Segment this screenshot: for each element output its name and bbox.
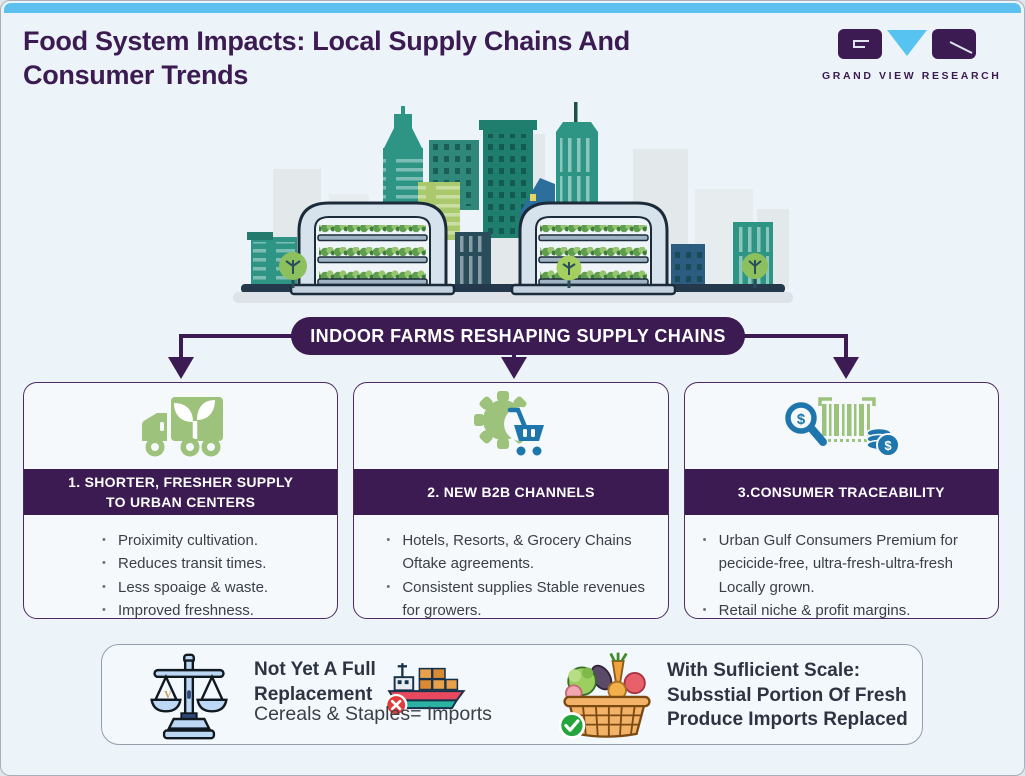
banner-label: INDOOR FARMS RESHAPING SUPPLY CHAINS [310, 325, 726, 346]
footer-right-heading: With Suflicient Scale: Subsstial Portion… [667, 659, 908, 733]
card-2-bullets: Hotels, Resorts, & Grocery Chains Oftake… [354, 515, 667, 618]
top-accent-bar [4, 3, 1021, 13]
footer-left-text: Cereals & Staples= Imports [254, 703, 492, 725]
page-title: Food System Impacts: Local Supply Chains… [23, 25, 723, 93]
bullet-item: Retail niche & profit margins. [703, 599, 984, 618]
banner-indoor-farms: INDOOR FARMS RESHAPING SUPPLY CHAINS [291, 317, 745, 355]
truck-leaf-icon [24, 383, 337, 469]
footer-left-bold-line2: Replacement [254, 683, 373, 705]
card-1-header: 1. SHORTER, FRESHER SUPPLY TO URBAN CENT… [24, 469, 338, 515]
footer-strip: V Not Yet A Full Replacement Cereals [101, 644, 923, 745]
bullet-item: Urban Gulf Consumers Premium for pecicid… [703, 529, 984, 599]
gvr-logo-wordmark: GRAND VIEW RESEARCH [822, 70, 1002, 82]
bullet-item: Proiximity cultivation. [102, 529, 323, 552]
cargo-ship-crossed-icon [385, 663, 466, 717]
card-2-header: 2. NEW B2B CHANNELS [354, 469, 668, 515]
bullet-item: Consistent supplies Stable revenues for … [386, 576, 653, 619]
footer-left-bold-line1: Not Yet A Full [254, 659, 376, 680]
card-1-bullets: Proiximity cultivation. Reduces transit … [24, 515, 337, 618]
gear-cart-icon [354, 383, 667, 469]
svg-text:$: $ [885, 438, 893, 453]
svg-text:$: $ [797, 411, 806, 428]
bullet-item: Improved freshness. [102, 599, 323, 618]
cards-row: 1. SHORTER, FRESHER SUPPLY TO URBAN CENT… [23, 382, 999, 619]
card-shorter-fresher-supply: 1. SHORTER, FRESHER SUPPLY TO URBAN CENT… [23, 382, 339, 619]
card-new-b2b-channels: 2. NEW B2B CHANNELS Hotels, Resorts, & G… [353, 382, 669, 619]
tree-icon [742, 253, 768, 288]
city-indoor-farms-illustration [233, 102, 793, 303]
footer-right-bold-line2: Subsstial Portion Of Fresh [667, 684, 907, 706]
card-2-title: 2. NEW B2B CHANNELS [427, 483, 595, 500]
gvr-logo-icon [838, 29, 976, 59]
barcode-magnifier-coins-icon: $ $ [685, 383, 998, 469]
footer-left-heading: Not Yet A Full Replacement [254, 658, 376, 707]
page-title-line2: Consumer Trends [23, 59, 249, 90]
footer-right-bold-line3: Produce Imports Replaced [667, 709, 908, 731]
page-title-line1: Food System Impacts: Local Supply Chains… [23, 26, 630, 56]
bullet-item: Reduces transit times. [102, 552, 323, 575]
card-3-header: 3.CONSUMER TRACEABILITY [684, 469, 998, 515]
bullet-item: Less spoaige & waste. [102, 576, 323, 599]
gvr-logo: GRAND VIEW RESEARCH [822, 29, 1002, 82]
footer-right-bold-line1: With Suflicient Scale: [667, 660, 861, 681]
card-3-bullets: Urban Gulf Consumers Premium for pecicid… [685, 515, 998, 618]
balance-scale-icon: V [150, 653, 228, 740]
flow-arrows [168, 334, 859, 379]
card-1-title-line1: 1. SHORTER, FRESHER SUPPLY [68, 473, 294, 490]
card-1-title-line2: TO URBAN CENTERS [106, 494, 256, 510]
vegetable-basket-check-icon [559, 652, 651, 739]
svg-text:V: V [164, 690, 172, 701]
card-3-title: 3.CONSUMER TRACEABILITY [737, 483, 945, 500]
bullet-item: Hotels, Resorts, & Grocery Chains Oftake… [386, 529, 653, 576]
card-consumer-traceability: $ $ 3.CONSUMER TRACEABILITY Urban Gulf C… [683, 382, 999, 619]
tree-icon [556, 255, 582, 288]
tree-icon [279, 252, 307, 288]
